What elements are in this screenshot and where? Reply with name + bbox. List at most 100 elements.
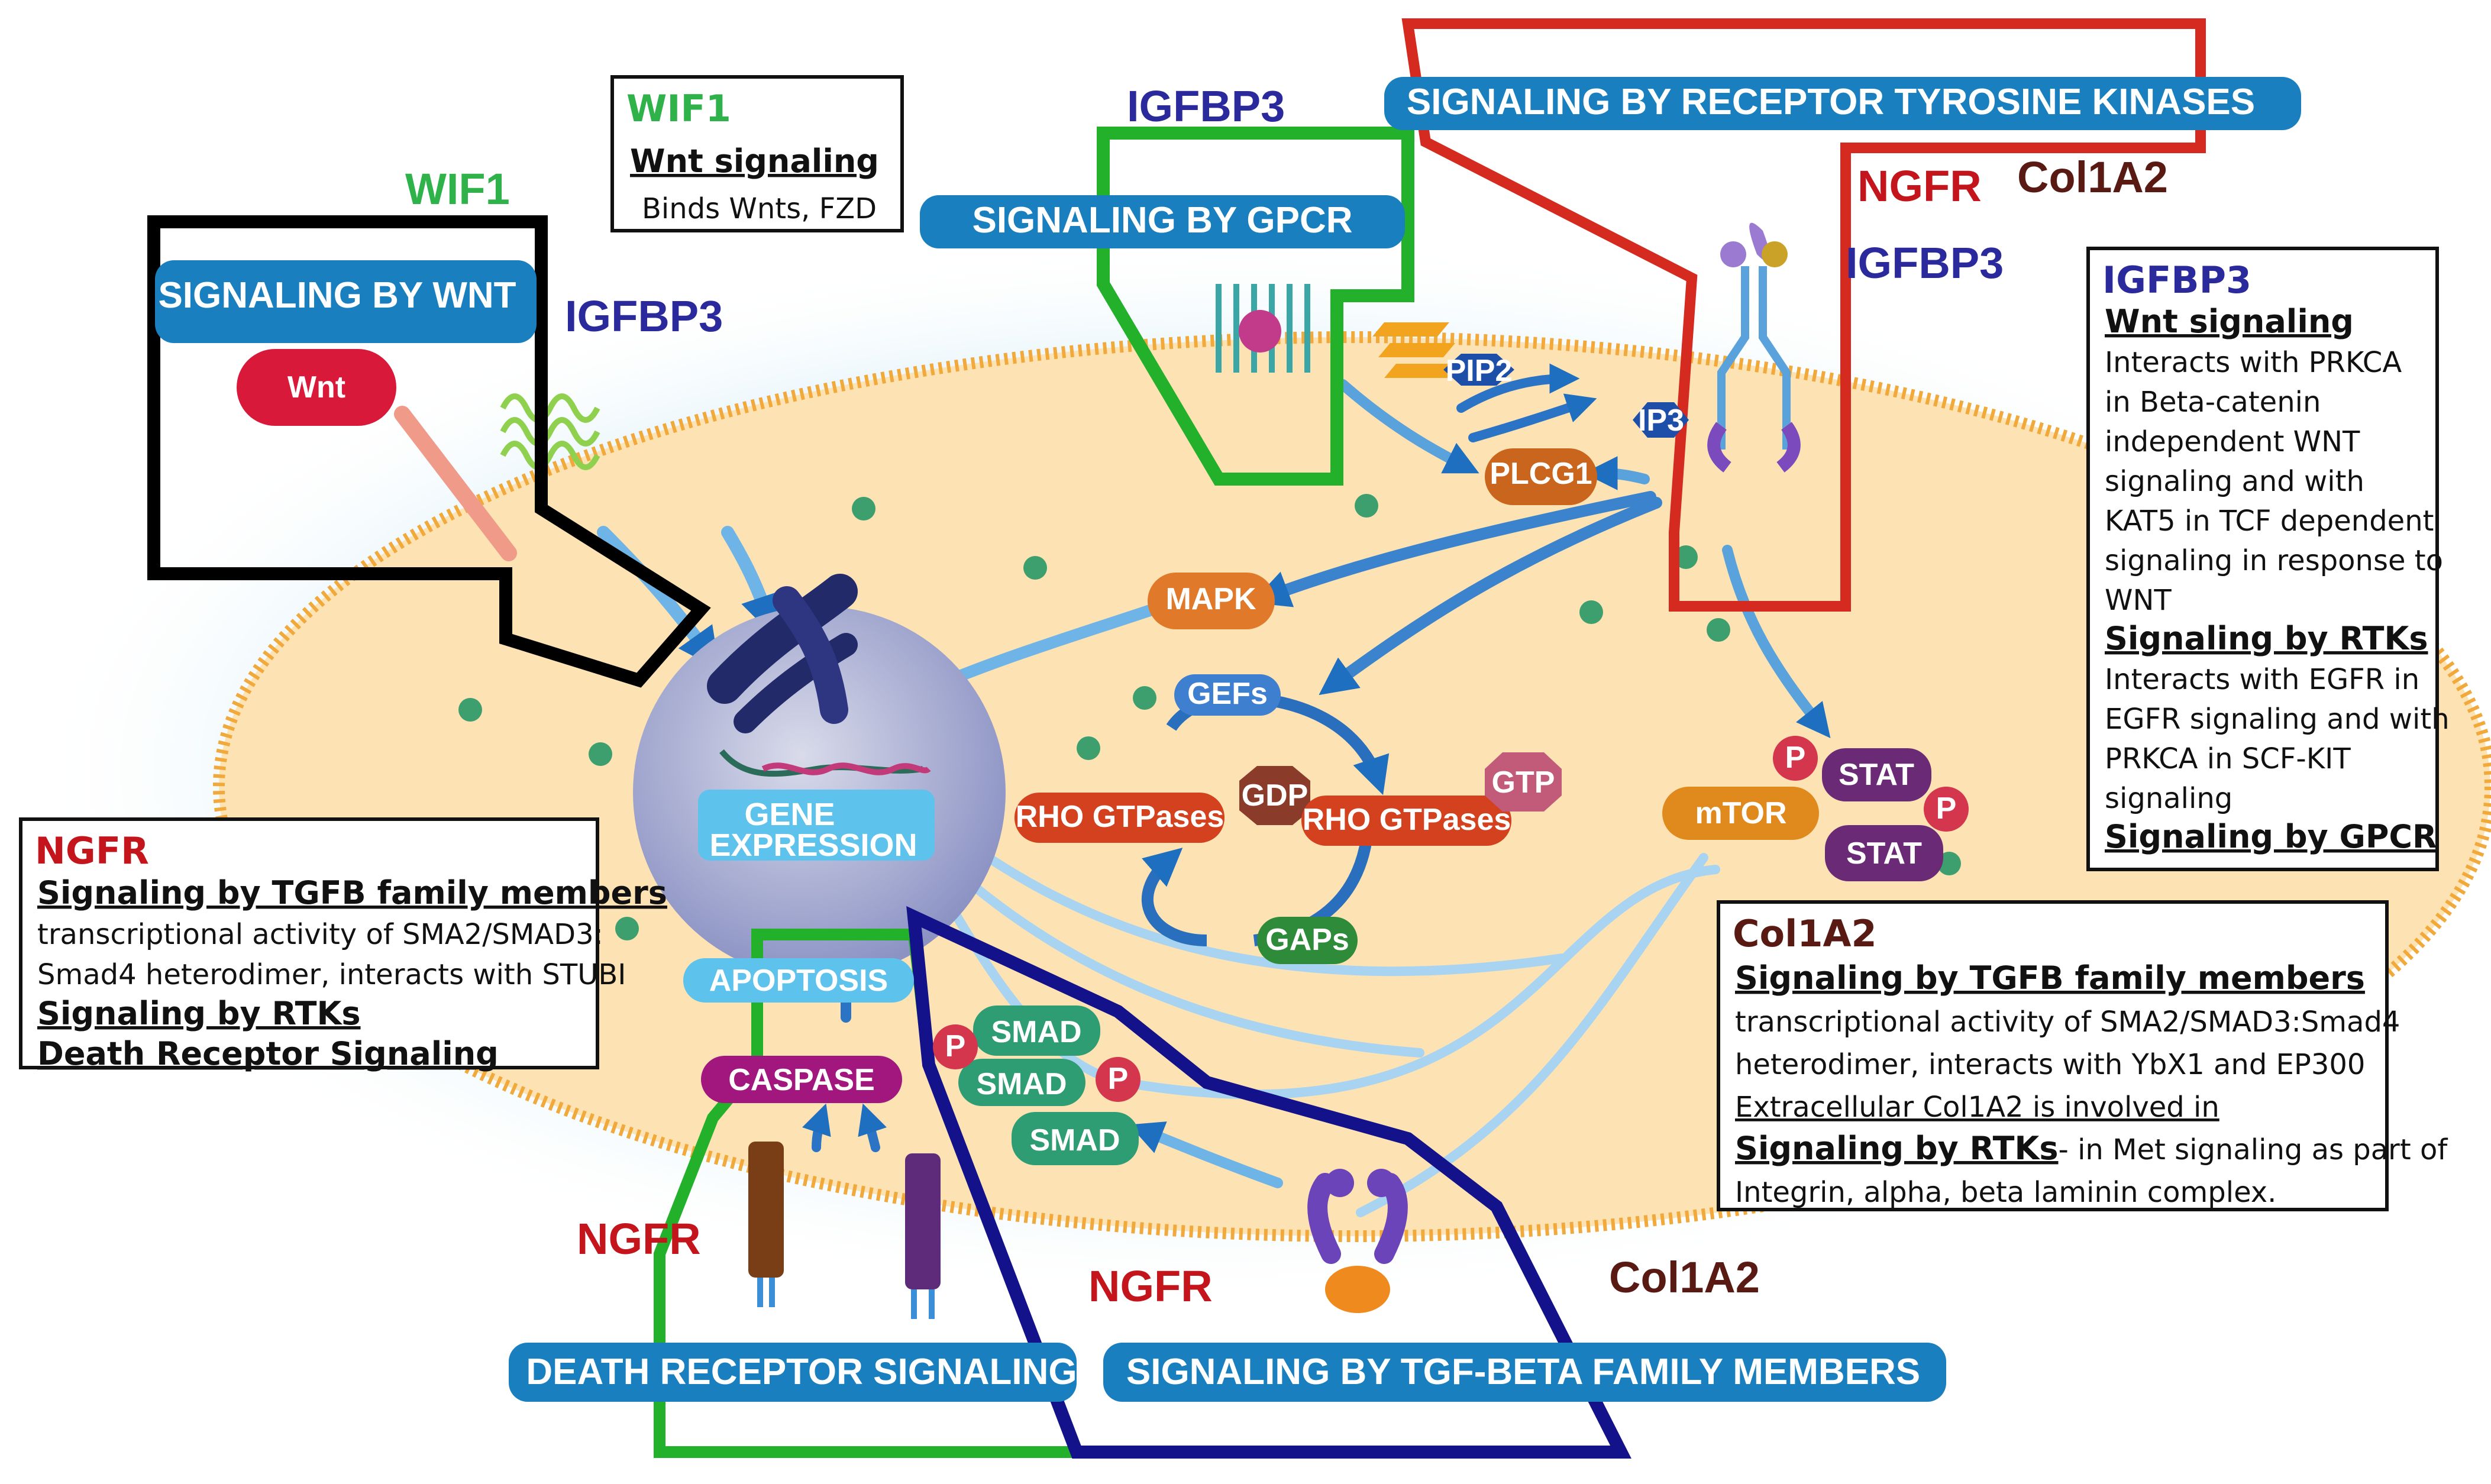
col1a2-note-box-title: Col1A2 bbox=[1733, 912, 1877, 955]
gdp-label: GDP bbox=[1242, 778, 1308, 813]
col1a2-note-box-line-3: Extracellular Col1A2 is involved in bbox=[1735, 1091, 2219, 1124]
igfbp3-note-box-line-11: PRKCA in SCF-KIT bbox=[2105, 742, 2351, 775]
chromosome-icon bbox=[707, 574, 858, 733]
gefs-label: GEFs bbox=[1187, 677, 1268, 711]
gene-expression-box bbox=[698, 790, 935, 861]
rtk-receptor-icon bbox=[1707, 222, 1801, 473]
phospho-stat-2-label: P bbox=[1936, 791, 1957, 826]
igfbp3-note-box-line-12: signaling bbox=[2105, 782, 2232, 815]
header-rtk: SIGNALING BY RECEPTOR TYROSINE KINASES bbox=[1407, 82, 2255, 122]
header-death: DEATH RECEPTOR SIGNALING bbox=[526, 1352, 1077, 1392]
wif1-note-box-frame bbox=[610, 75, 904, 232]
igfbp3-note-box-line-6: signaling in response to bbox=[2105, 544, 2443, 577]
phospho-smad-1 bbox=[933, 1024, 978, 1069]
signaling-nodes: PIP2 IP3 PLCG1 MAPK GEFs RHO GTPases GDP… bbox=[683, 354, 1969, 1165]
col1a2-note-box-line-0: Signaling by TGFB family members bbox=[1735, 959, 2365, 997]
col1a2-note-box-frame bbox=[1717, 900, 2389, 1211]
g-protein-icon bbox=[1372, 322, 1461, 378]
ngfr-note-box-line-3: Signaling by RTKs bbox=[37, 995, 361, 1032]
mapk-label: MAPK bbox=[1165, 582, 1256, 616]
caspase-label: CASPASE bbox=[728, 1063, 875, 1097]
col1a2-note-box-line-4: Signaling by RTKs- in Met signaling as p… bbox=[1735, 1130, 2448, 1167]
igfbp3-note-box-line-8: Signaling by RTKs bbox=[2105, 620, 2428, 657]
ngfr-note-box-line-2: Smad4 heterodimer, interacts with STUBI bbox=[37, 958, 626, 991]
gene-label-wif1-wnt: WIF1 bbox=[405, 164, 510, 214]
dna-helix-icon bbox=[719, 749, 931, 777]
smad-2-label: SMAD bbox=[976, 1067, 1067, 1101]
phospho-smad-2-label: P bbox=[1108, 1062, 1129, 1096]
tgfb-pathway-outline bbox=[906, 906, 1631, 1459]
gdp-node bbox=[1239, 766, 1310, 825]
phospho-smad-2 bbox=[1096, 1057, 1141, 1102]
gene-label-col1a2-tgfb: Col1A2 bbox=[1609, 1253, 1760, 1302]
stat-bottom-label: STAT bbox=[1846, 836, 1922, 871]
gene-label-igfbp3-gpcr: IGFBP3 bbox=[1127, 82, 1285, 131]
igfbp3-note-box-line-13: Signaling by GPCR bbox=[2105, 818, 2437, 855]
phospho-smad-1-label: P bbox=[945, 1029, 966, 1063]
igfbp3-note-box-line-4: signaling and with bbox=[2105, 465, 2364, 498]
smad-3-label: SMAD bbox=[1029, 1123, 1120, 1158]
gene-label-igfbp3-wnt: IGFBP3 bbox=[565, 292, 723, 341]
igfbp3-note-box-line-3: independent WNT bbox=[2105, 425, 2360, 458]
wnt-label: Wnt bbox=[287, 370, 345, 405]
rho-left-label: RHO GTPases bbox=[1016, 800, 1225, 834]
gaps-label: GAPs bbox=[1265, 923, 1349, 957]
tgfb-receptor-icon bbox=[1307, 1169, 1408, 1313]
gene-expression-label-1: GENE bbox=[744, 797, 835, 832]
igfbp3-note-box-line-5: KAT5 in TCF dependent bbox=[2105, 505, 2434, 538]
ip3-node bbox=[1633, 402, 1689, 438]
pip2-node bbox=[1443, 354, 1514, 386]
mtor-node bbox=[1662, 787, 1819, 840]
gpcr-receptor-icon bbox=[1216, 284, 1310, 373]
igfbp3-note-box-frame bbox=[2086, 247, 2439, 871]
rho-right-node bbox=[1301, 796, 1511, 846]
phospho-stat-2 bbox=[1924, 787, 1969, 832]
apoptosis-node bbox=[683, 958, 914, 1003]
gene-label-ngfr-death: NGFR bbox=[577, 1214, 701, 1263]
plcg1-node bbox=[1485, 448, 1597, 505]
frizzled-receptor-icon bbox=[500, 393, 600, 470]
smad-1-node bbox=[973, 1006, 1100, 1056]
pip2-label: PIP2 bbox=[1446, 354, 1513, 388]
death-receptor-icon bbox=[748, 1142, 941, 1319]
col1a2-note-box-line-1: transcriptional activity of SMA2/SMAD3:S… bbox=[1735, 1006, 2400, 1039]
ip3-label: IP3 bbox=[1638, 403, 1684, 438]
ngfr-note-box-line-0: Signaling by TGFB family members bbox=[37, 874, 667, 911]
ngfr-note-box-title: NGFR bbox=[35, 829, 149, 872]
gene-expression-label-2: EXPRESSION bbox=[709, 827, 917, 863]
plcg1-label: PLCG1 bbox=[1490, 457, 1592, 491]
smad-3-node bbox=[1012, 1112, 1139, 1165]
gene-label-igfbp3-rtk: IGFBP3 bbox=[1846, 238, 2004, 287]
igfbp3-note-box-line-2: in Beta-catenin bbox=[2105, 386, 2321, 419]
ngfr-note-box-frame bbox=[19, 817, 599, 1069]
gaps-node bbox=[1257, 917, 1358, 964]
pathway-headers: SIGNALING BY WNT SIGNALING BY GPCR SIGNA… bbox=[155, 77, 2301, 1402]
phospho-stat-1-label: P bbox=[1785, 741, 1806, 775]
igfbp3-note-box-line-10: EGFR signaling and with bbox=[2105, 703, 2450, 736]
gpcr-pathway-outline bbox=[1097, 127, 1414, 486]
igfbp3-note-box-line-1: Interacts with PRKCA bbox=[2105, 346, 2402, 379]
col1a2-note-box-line-5: Integrin, alpha, beta laminin complex. bbox=[1735, 1176, 2276, 1209]
gene-label-col1a2-rtk: Col1A2 bbox=[2017, 153, 2168, 202]
wif1-note-box-text: Binds Wnts, FZD bbox=[642, 192, 877, 225]
igfbp3-note-box-line-9: Interacts with EGFR in bbox=[2105, 663, 2419, 696]
stat-bottom-node bbox=[1825, 825, 1943, 881]
rho-left-node bbox=[1015, 793, 1225, 843]
header-tgfb: SIGNALING BY TGF-BETA FAMILY MEMBERS bbox=[1126, 1352, 1920, 1392]
gene-label-ngfr-tgfb: NGFR bbox=[1088, 1262, 1213, 1311]
rho-right-label: RHO GTPases bbox=[1303, 803, 1511, 837]
igfbp3-note-box-line-7: WNT bbox=[2105, 584, 2172, 617]
mtor-label: mTOR bbox=[1695, 796, 1786, 830]
gtp-node bbox=[1485, 752, 1562, 811]
smad-1-label: SMAD bbox=[991, 1015, 1081, 1049]
wnt-pathway-outline bbox=[147, 215, 711, 688]
stat-top-node bbox=[1822, 748, 1931, 801]
wnt-ligand-icon: Wnt bbox=[237, 349, 517, 561]
